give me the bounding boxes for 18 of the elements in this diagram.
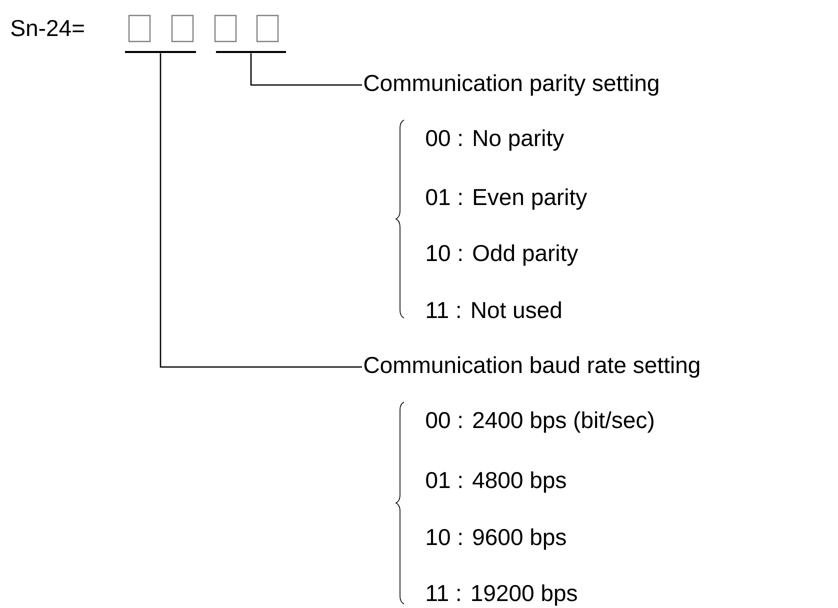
leader-line xyxy=(250,53,362,86)
digit-box xyxy=(214,14,237,42)
digit-box xyxy=(256,14,279,42)
setting-heading: Communication parity setting xyxy=(364,74,658,96)
option-text: 11 : Not used xyxy=(426,301,561,318)
underline-bar xyxy=(125,51,196,53)
option-text: 01 : Even parity xyxy=(426,188,588,210)
digit-box xyxy=(171,14,194,42)
option-text: 00 : 2400 bps (bit/sec) xyxy=(426,411,654,433)
option-text: 10 : 9600 bps xyxy=(426,528,566,550)
option-text: 10 : Odd parity xyxy=(426,244,578,266)
option-text: 00 : No parity xyxy=(426,129,564,151)
setting-heading: Communication baud rate setting xyxy=(364,356,700,378)
underline-bar xyxy=(216,51,286,53)
parameter-name: Sn-24= xyxy=(11,20,84,36)
option-text: 11 : 19200 bps xyxy=(426,584,577,606)
option-text: 01 : 4800 bps xyxy=(426,471,566,493)
digit-box xyxy=(128,14,151,42)
